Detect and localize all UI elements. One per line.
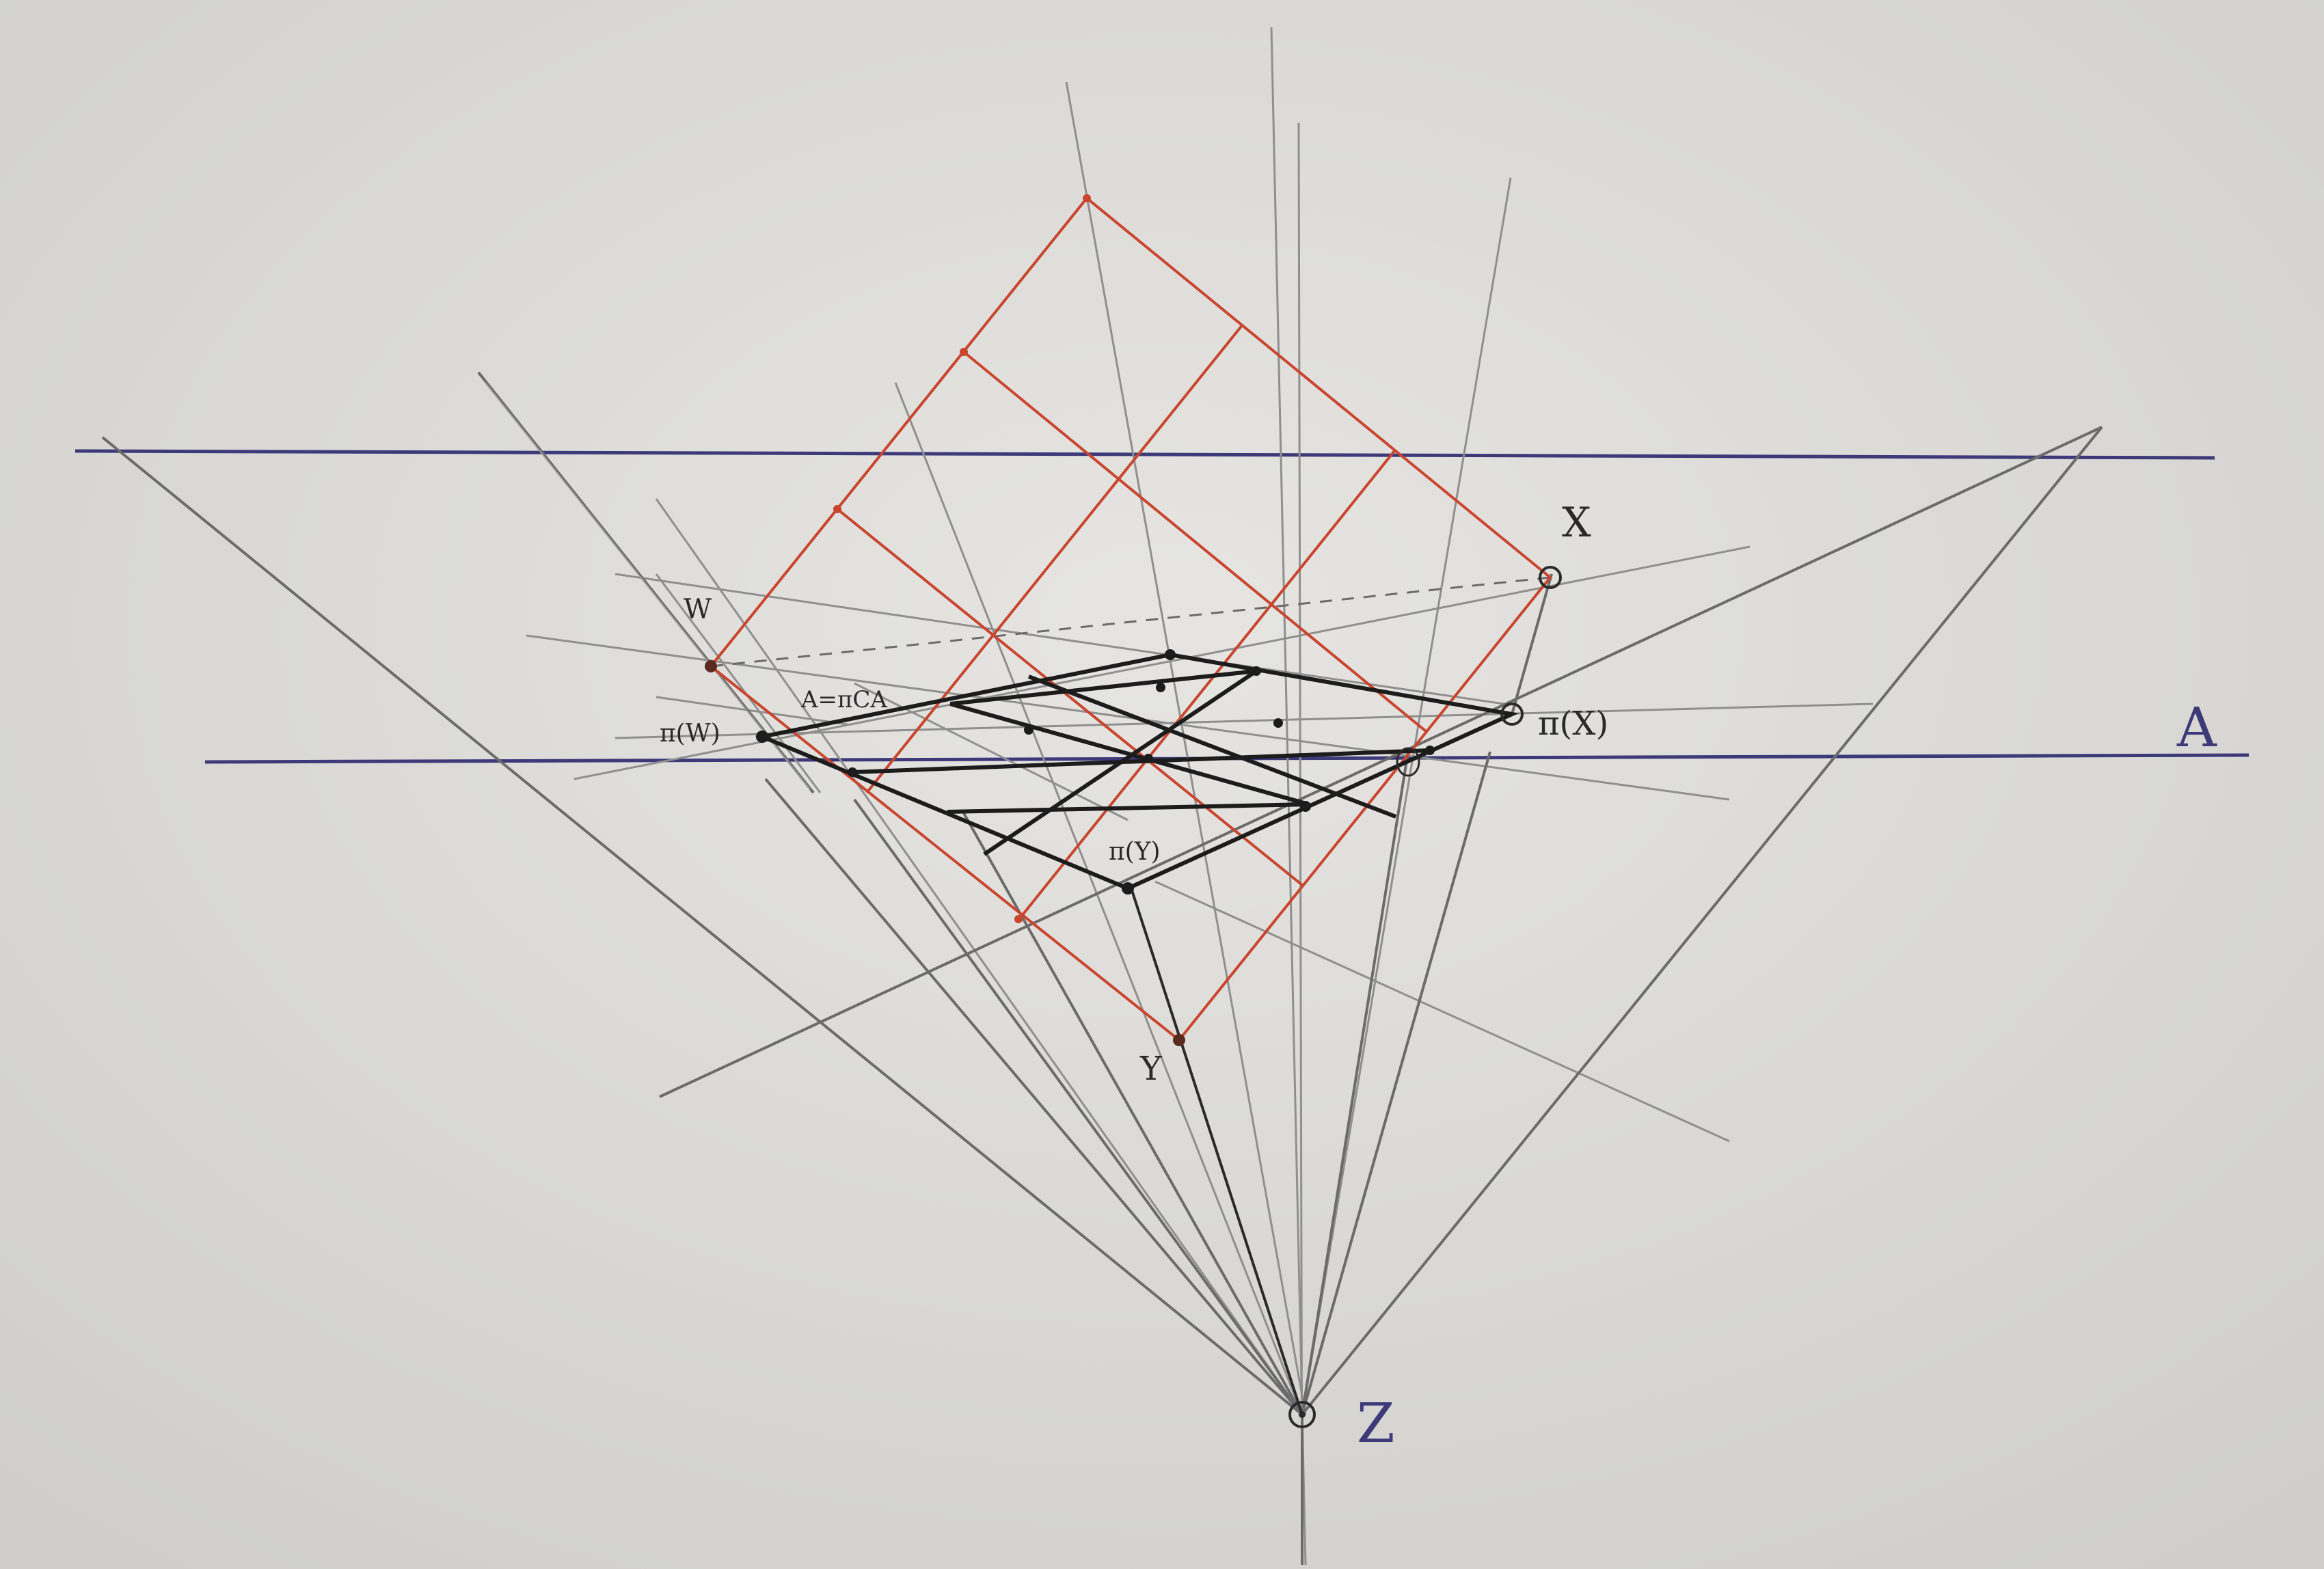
marked-points (705, 566, 1562, 1428)
line-x-to-pix (1511, 573, 1553, 715)
point-pix-ring (1500, 702, 1524, 726)
dashed-w-x-line (710, 576, 1551, 668)
label-pi-y: π(Y) (1109, 838, 1161, 866)
point-y (1173, 1034, 1185, 1046)
point-z (1299, 1411, 1306, 1418)
labels: W X Y Z A π(W) π(X) π(Y) A=πCA (660, 499, 2217, 1455)
construction-lines-dark (101, 371, 2103, 1565)
line-z-to-y (1130, 888, 1303, 1415)
grid-vertices (756, 649, 1435, 895)
label-a: A (2176, 696, 2217, 759)
label-pi-x: π(X) (1538, 705, 1608, 743)
label-pi-w: π(W) (660, 720, 720, 748)
point-w (705, 660, 717, 672)
label-a-eq: A=πCA (800, 686, 887, 713)
label-w: W (684, 594, 712, 625)
label-y: Y (1139, 1050, 1163, 1088)
point-z-ring (1288, 1401, 1316, 1428)
circled-intersection (1396, 747, 1420, 777)
point-x-ring (1539, 566, 1562, 589)
upper-horizon-line (75, 449, 2215, 460)
line-from-3074 (659, 426, 2103, 1098)
label-z: Z (1357, 1391, 1395, 1455)
label-x: X (1562, 499, 1591, 547)
left-diagonal-to-z (101, 436, 1303, 1416)
right-diagonal-to-z (1301, 426, 2103, 1416)
